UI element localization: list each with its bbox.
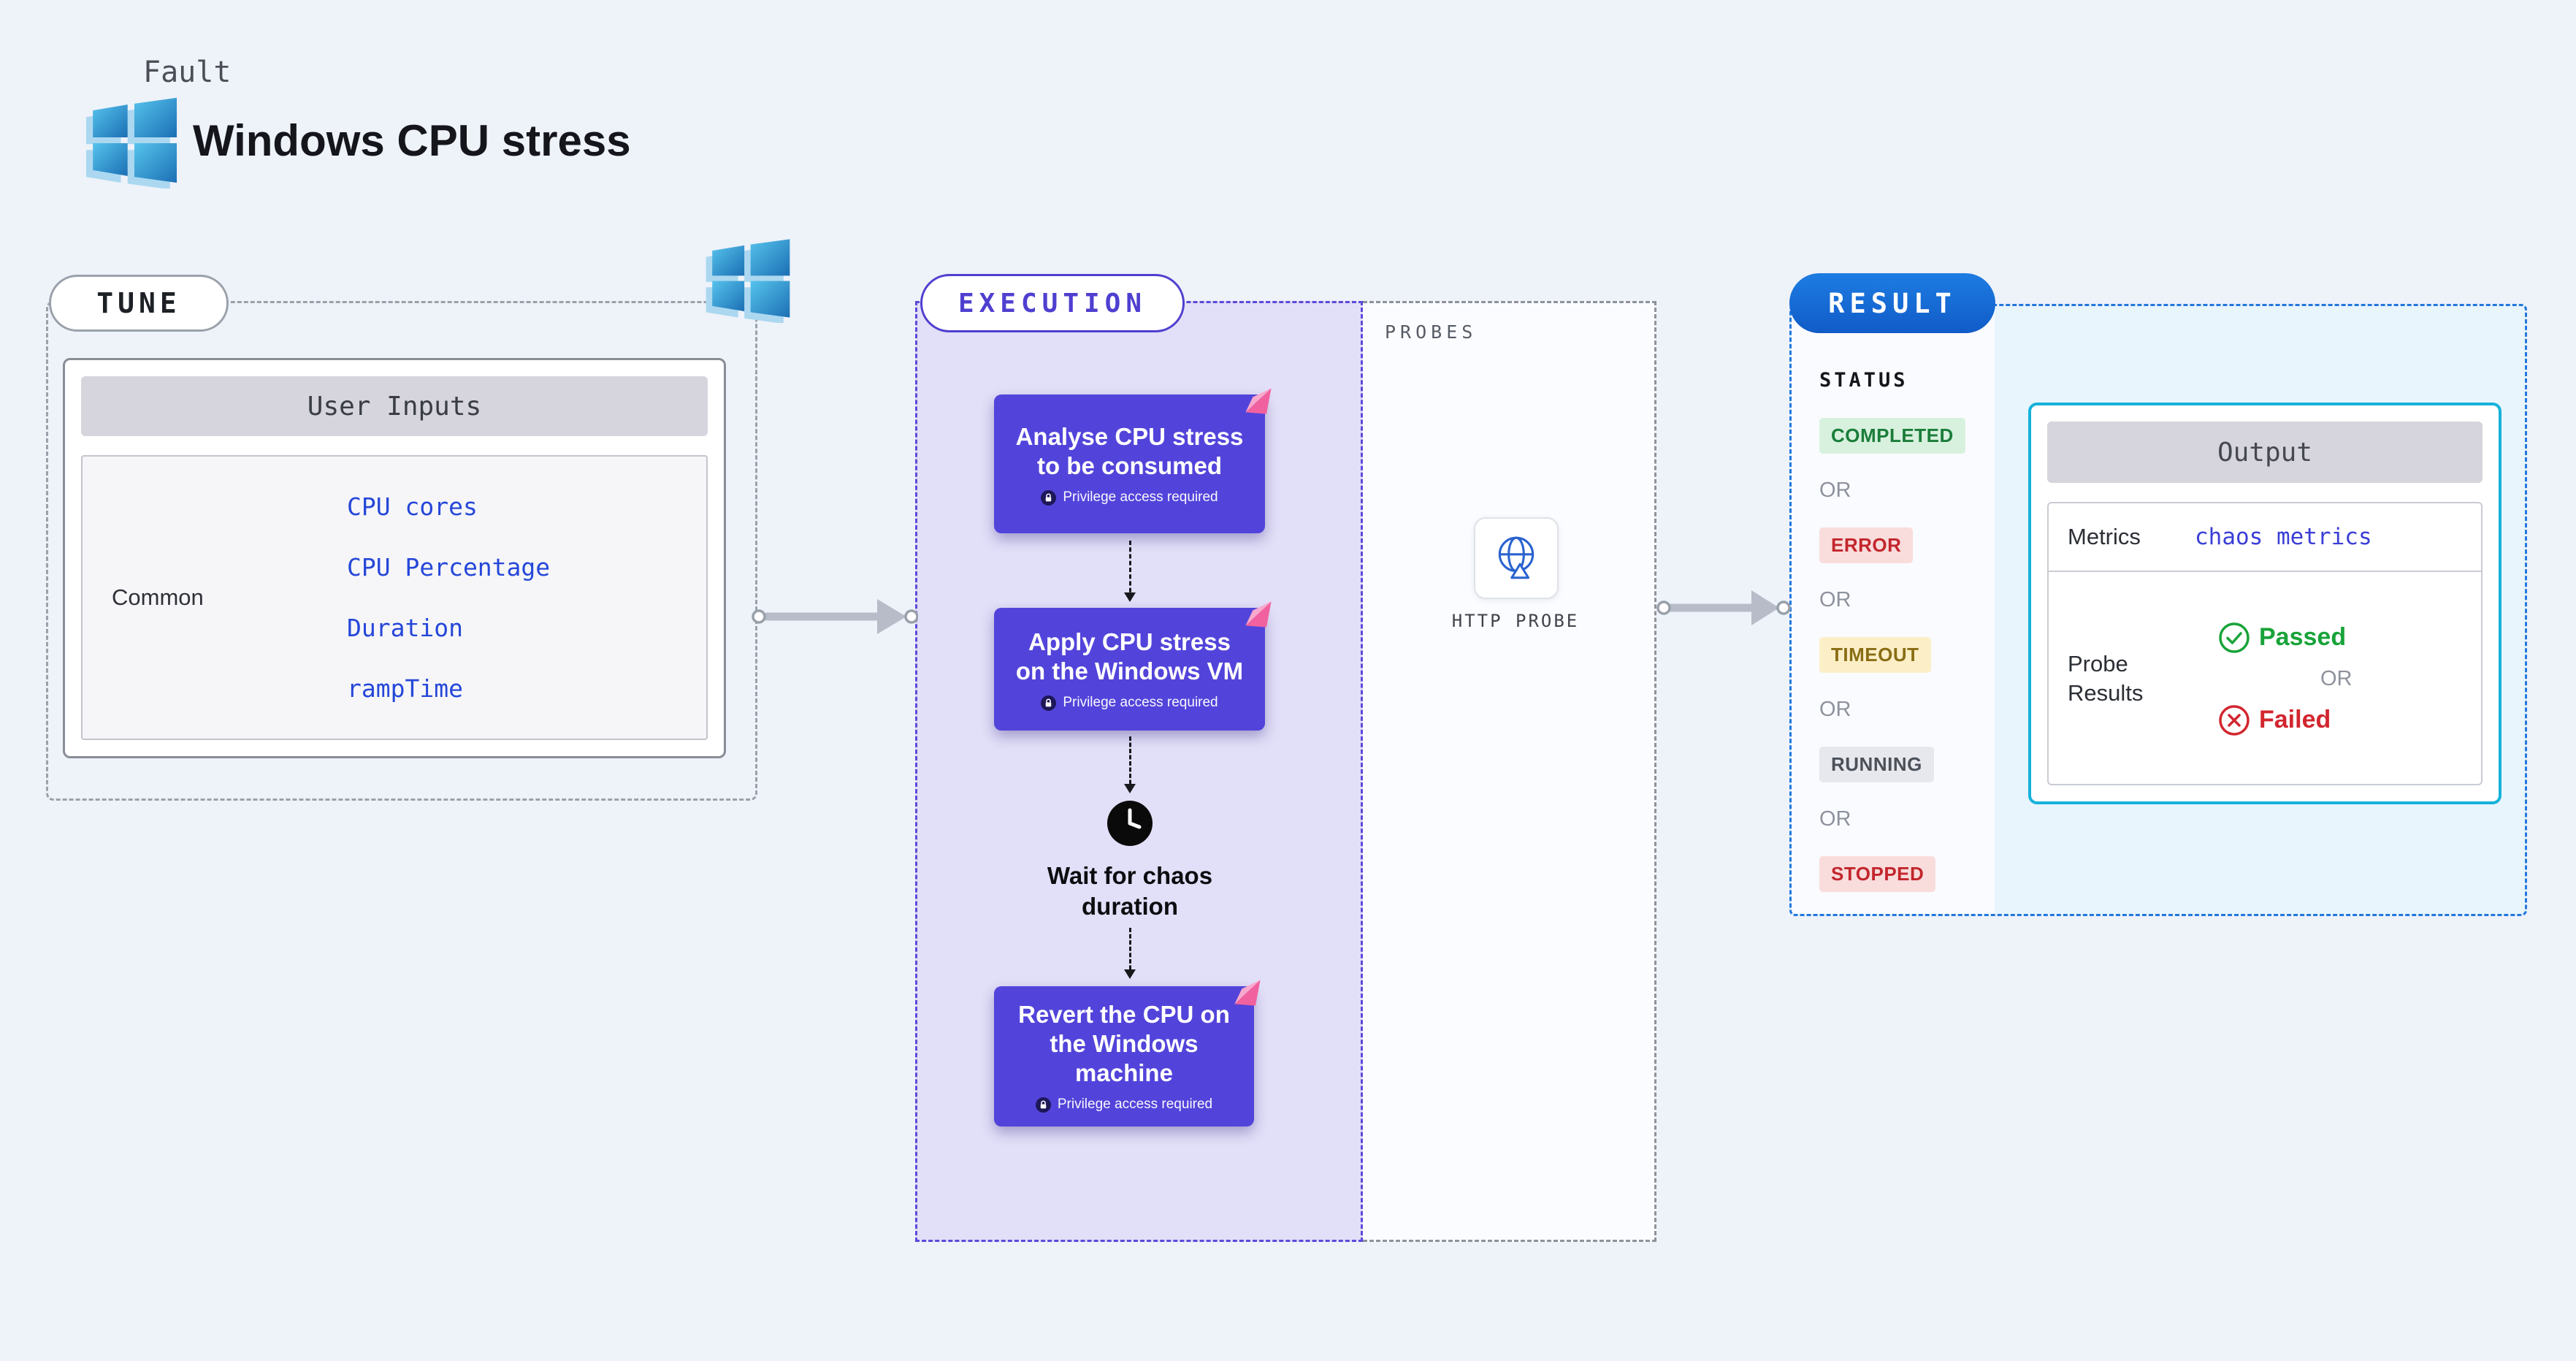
- or-separator: OR: [1819, 588, 1851, 611]
- status-badge-completed: COMPLETED: [1819, 418, 1965, 454]
- or-separator: OR: [1819, 479, 1851, 502]
- probe-passed: Passed: [2218, 622, 2353, 654]
- arrow-execution-to-result: [1656, 590, 1791, 625]
- privilege-badge: Privilege access required: [1041, 489, 1218, 506]
- step-apply-cpu-stress: Apply CPU stress on the Windows VM Privi…: [994, 608, 1265, 731]
- wait-for-chaos-duration-label: Wait for chaos duration: [1047, 862, 1213, 920]
- step-analyse-cpu-stress: Analyse CPU stress to be consumed Privil…: [994, 394, 1265, 533]
- windows-logo-icon: [76, 92, 187, 188]
- probes-label: PROBES: [1385, 321, 1478, 343]
- status-badge-running: RUNNING: [1819, 747, 1934, 782]
- globe-icon: [1498, 536, 1534, 579]
- probe-results-row: Probe Results Passed OR: [2049, 572, 2481, 785]
- page-title: Windows CPU stress: [193, 116, 631, 165]
- clock-icon: [1107, 801, 1153, 846]
- status-column: [1792, 306, 1995, 914]
- link-cpu-cores[interactable]: CPU cores: [347, 492, 478, 521]
- output-header: Output: [2047, 422, 2483, 483]
- connector-arrow-3: [1124, 928, 1136, 979]
- result-label-pill: RESULT: [1789, 273, 1995, 333]
- status-badge-timeout: TIMEOUT: [1819, 637, 1931, 673]
- step-revert-cpu: Revert the CPU on the Windows machine Pr…: [994, 986, 1254, 1126]
- windows-logo-small-icon: [694, 234, 802, 323]
- step-marker-icon: [1242, 385, 1274, 417]
- probes-section: [1363, 301, 1656, 1242]
- probe-results-label: Probe Results: [2068, 650, 2144, 706]
- or-separator: OR: [1819, 807, 1851, 831]
- step-marker-icon: [1231, 977, 1264, 1009]
- fault-kicker: Fault: [143, 56, 232, 89]
- http-probe-label: HTTP PROBE: [1451, 611, 1580, 631]
- privilege-badge-label: Privilege access required: [1063, 489, 1218, 506]
- row-label-common: Common: [112, 584, 204, 610]
- privilege-badge: Privilege access required: [1036, 1097, 1212, 1113]
- privilege-badge-label: Privilege access required: [1063, 695, 1218, 711]
- http-probe-icon: [1474, 517, 1559, 599]
- link-duration[interactable]: Duration: [347, 614, 463, 642]
- failed-label: Failed: [2259, 706, 2331, 733]
- link-cpu-percentage[interactable]: CPU Percentage: [347, 553, 551, 582]
- execution-label-pill: EXECUTION: [920, 274, 1185, 332]
- or-separator: OR: [1819, 698, 1851, 721]
- status-badge-error: ERROR: [1819, 527, 1914, 563]
- privilege-badge: Privilege access required: [1041, 695, 1218, 711]
- user-inputs-panel: User Inputs Common CPU cores CPU Percent…: [63, 358, 726, 758]
- status-badge-stopped: STOPPED: [1819, 856, 1936, 892]
- or-separator: OR: [2320, 666, 2353, 690]
- step-marker-icon: [1242, 598, 1274, 630]
- tune-label-pill: TUNE: [49, 275, 229, 332]
- lock-icon: [1036, 1097, 1051, 1113]
- chaos-metrics-link[interactable]: chaos metrics: [2195, 524, 2372, 550]
- probe-results-values: Passed OR Failed: [2218, 622, 2353, 736]
- arrow-tune-to-execution: [752, 599, 918, 634]
- step-title: Revert the CPU on the Windows machine: [1018, 1000, 1230, 1087]
- lock-icon: [1041, 490, 1056, 506]
- result-section: STATUS COMPLETED OR ERROR OR TIMEOUT OR …: [1789, 304, 2527, 916]
- user-inputs-body: Common CPU cores CPU Percentage Duration…: [81, 455, 708, 740]
- tune-section: [46, 301, 757, 801]
- metrics-row: Metrics chaos metrics: [2049, 503, 2481, 572]
- connector-arrow-1: [1124, 541, 1136, 602]
- output-panel: Output Metrics chaos metrics Probe Resul…: [2028, 403, 2502, 804]
- check-circle-icon: [2219, 622, 2250, 653]
- step-title: Analyse CPU stress to be consumed: [1015, 422, 1244, 479]
- x-circle-icon: [2219, 704, 2250, 736]
- metrics-label: Metrics: [2068, 523, 2141, 549]
- user-input-links: CPU cores CPU Percentage Duration rampTi…: [347, 457, 706, 739]
- lock-icon: [1041, 695, 1056, 711]
- connector-arrow-2: [1124, 736, 1136, 793]
- link-ramptime[interactable]: rampTime: [347, 674, 463, 703]
- status-list: STATUS COMPLETED OR ERROR OR TIMEOUT OR …: [1819, 369, 1965, 892]
- output-rows: Metrics chaos metrics Probe Results Pass…: [2047, 502, 2483, 785]
- probe-failed: Failed: [2218, 704, 2353, 736]
- status-heading: STATUS: [1819, 369, 1908, 392]
- step-title: Apply CPU stress on the Windows VM: [1015, 628, 1244, 685]
- privilege-badge-label: Privilege access required: [1057, 1097, 1213, 1113]
- passed-label: Passed: [2259, 623, 2347, 651]
- user-inputs-header: User Inputs: [81, 376, 708, 436]
